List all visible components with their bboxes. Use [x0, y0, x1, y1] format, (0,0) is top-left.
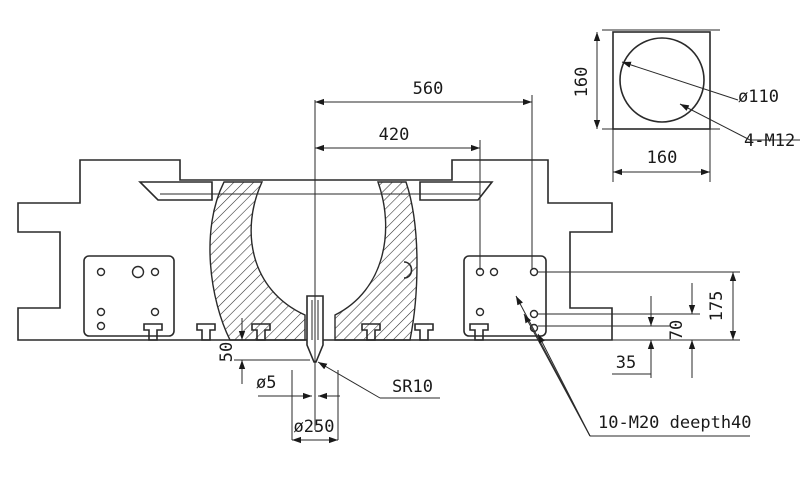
- dim-diameter-110: ø110: [738, 87, 779, 107]
- dim-420: 420: [379, 125, 410, 145]
- dim-diameter-5: ø5: [256, 373, 276, 393]
- left-mounting-plate: [83, 255, 175, 337]
- right-dimensions: [538, 271, 740, 378]
- dim-diameter-250: ø250: [294, 417, 335, 437]
- plate-hole: [96, 267, 106, 277]
- plate-hole: [96, 307, 106, 317]
- plate-hole: [529, 309, 539, 319]
- dim-sr10: SR10: [392, 377, 433, 397]
- plate-hole: [96, 321, 106, 331]
- dim-50: 50: [217, 342, 237, 362]
- dim-70: 70: [667, 320, 687, 340]
- dimension-labels: 560 420 160 160 ø110 4-M12 175 70 35 50 …: [217, 67, 795, 437]
- tapped-hole-leader: [515, 295, 750, 437]
- plate-hole: [489, 267, 499, 277]
- bolt-plate-detail: [593, 29, 800, 182]
- dim-plate-width-160: 160: [647, 148, 678, 168]
- plate-hole: [475, 307, 485, 317]
- lower-dimensions: [234, 318, 440, 444]
- spindle-tool: [306, 100, 324, 430]
- dim-35: 35: [616, 353, 636, 373]
- dim-560: 560: [413, 79, 444, 99]
- dim-tapped-holes: 10-M20 deepth40: [598, 413, 752, 433]
- dim-bolt-holes: 4-M12: [744, 131, 795, 151]
- plate-hole: [150, 307, 160, 317]
- plate-hole: [529, 267, 539, 277]
- top-dimensions: [315, 95, 533, 270]
- plate-hole: [131, 265, 145, 279]
- plate-hole: [150, 267, 160, 277]
- dim-175: 175: [707, 291, 727, 322]
- t-slot-row: [143, 323, 489, 341]
- dim-plate-height-160: 160: [572, 67, 592, 98]
